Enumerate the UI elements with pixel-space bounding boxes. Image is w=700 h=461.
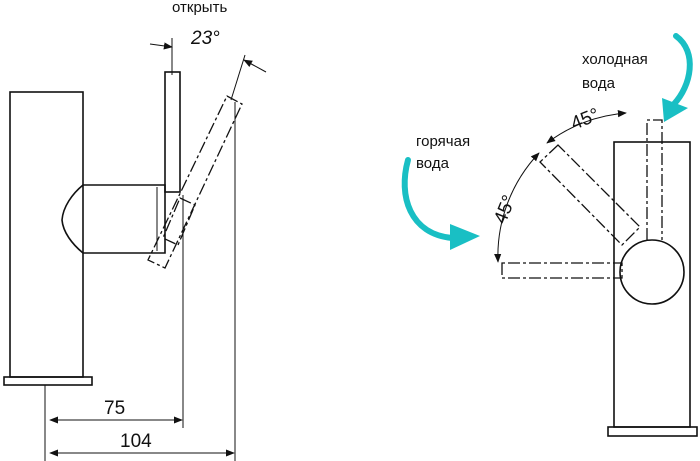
handle-closed	[164, 71, 181, 193]
faucet-base	[3, 376, 93, 386]
front-body	[613, 141, 691, 428]
side-view: 23° открыть 75 104	[3, 0, 267, 461]
open-angle-label: 23°	[190, 28, 220, 49]
spout	[61, 184, 166, 254]
length-104-label: 104	[120, 431, 152, 452]
handle-open	[147, 95, 243, 269]
cold-water-label-1: холодная	[582, 51, 648, 68]
hot-water-label-1: горячая	[416, 133, 470, 150]
handle-horizontal	[501, 262, 623, 279]
hot-water-label-2: вода	[416, 155, 450, 172]
faucet-body	[9, 91, 84, 378]
hot-direction-arrow-icon	[401, 157, 480, 250]
cold-angle-label: 45°	[568, 104, 603, 134]
length-75-label: 75	[104, 398, 125, 419]
front-base	[607, 426, 698, 437]
handle-diagonal	[539, 144, 641, 246]
handle-upright	[646, 119, 663, 240]
hot-angle-label: 45°	[490, 192, 520, 227]
cold-direction-arrow-icon	[662, 33, 693, 122]
cold-water-label-2: вода	[582, 75, 616, 92]
front-view: 45° 45° холодная вода горячая вода	[401, 33, 698, 437]
open-label: открыть	[172, 0, 227, 16]
